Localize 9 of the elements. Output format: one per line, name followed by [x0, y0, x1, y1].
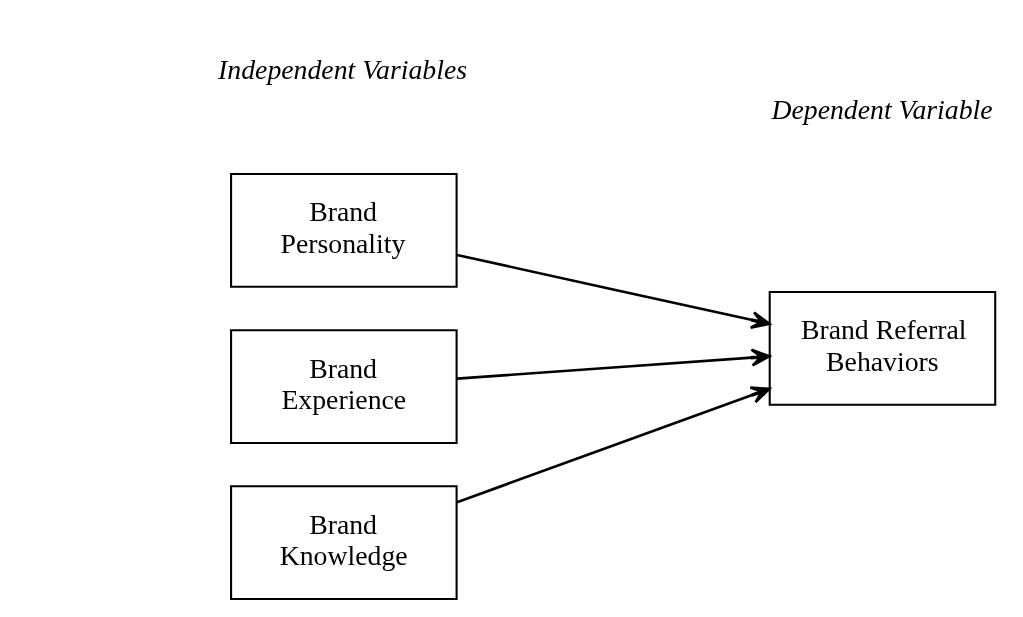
node-box: Brand Personality — [230, 173, 458, 288]
arrow — [456, 253, 771, 330]
node-box: Brand Experience — [230, 329, 458, 444]
node-box: Brand Knowledge — [230, 485, 458, 601]
label: Dependent Variable — [771, 94, 993, 126]
node-box: Brand Referral Behaviors — [768, 290, 997, 406]
arrow — [456, 386, 771, 504]
label: Independent Variables — [218, 54, 468, 86]
arrow — [457, 348, 771, 380]
